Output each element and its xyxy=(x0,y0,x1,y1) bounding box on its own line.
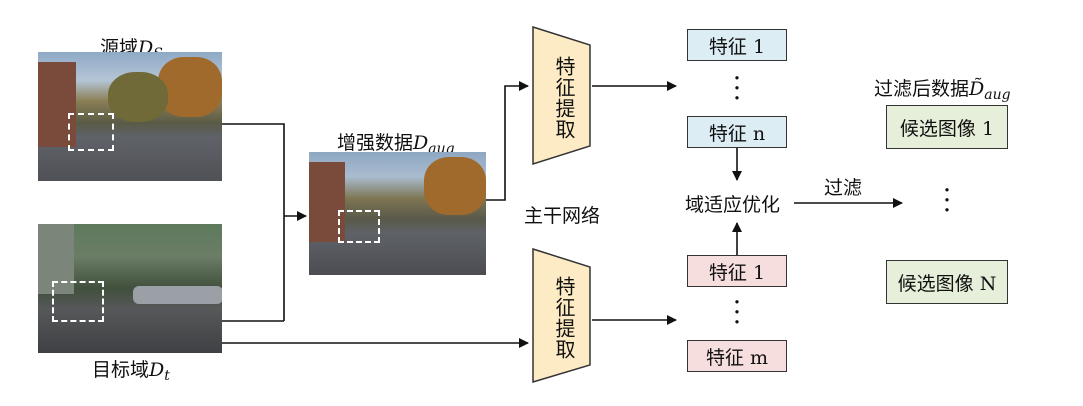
candidate-image-last: 候选图像 N xyxy=(886,260,1008,304)
feature-extractor-top-label: 特征提取 xyxy=(552,56,576,140)
source-object-box xyxy=(68,113,114,151)
candidate-image-first: 候选图像 1 xyxy=(886,105,1008,149)
candidate-ellipsis: ··· xyxy=(942,176,952,226)
feature-extractor-bottom xyxy=(532,247,591,384)
augmented-to-extractor-arrow xyxy=(486,81,529,201)
feature-bottom-first: 特征 1 xyxy=(687,255,787,287)
feature-extractor-top xyxy=(532,25,591,166)
backbone-network-label: 主干网络 xyxy=(524,205,601,227)
domain-adaptation-label: 域适应优化 xyxy=(685,194,781,216)
filtered-data-label: 过滤后数据D̃aug xyxy=(874,78,1011,103)
feature-top-first: 特征 1 xyxy=(687,29,787,61)
source-to-merge-line xyxy=(221,123,285,321)
feature-bottom-ellipsis: ··· xyxy=(732,288,742,338)
parked-cars xyxy=(133,286,222,304)
feature-bottom-last: 特征 m xyxy=(687,340,787,372)
feature-extractor-bottom-label: 特征提取 xyxy=(552,276,576,360)
source-domain-image xyxy=(38,52,222,181)
filter-label: 过滤 xyxy=(824,177,863,199)
target-domain-image xyxy=(38,224,222,353)
augmented-data-image xyxy=(309,152,486,275)
tree-crown xyxy=(158,57,222,117)
feature-top-last: 特征 n xyxy=(687,116,787,148)
tree-crown xyxy=(424,157,486,215)
target-domain-label: 目标域Dt xyxy=(92,359,170,384)
augmented-object-box xyxy=(338,210,380,243)
feature-top-ellipsis: ··· xyxy=(732,64,742,114)
tree-crown xyxy=(108,72,168,122)
target-object-box xyxy=(52,281,104,322)
